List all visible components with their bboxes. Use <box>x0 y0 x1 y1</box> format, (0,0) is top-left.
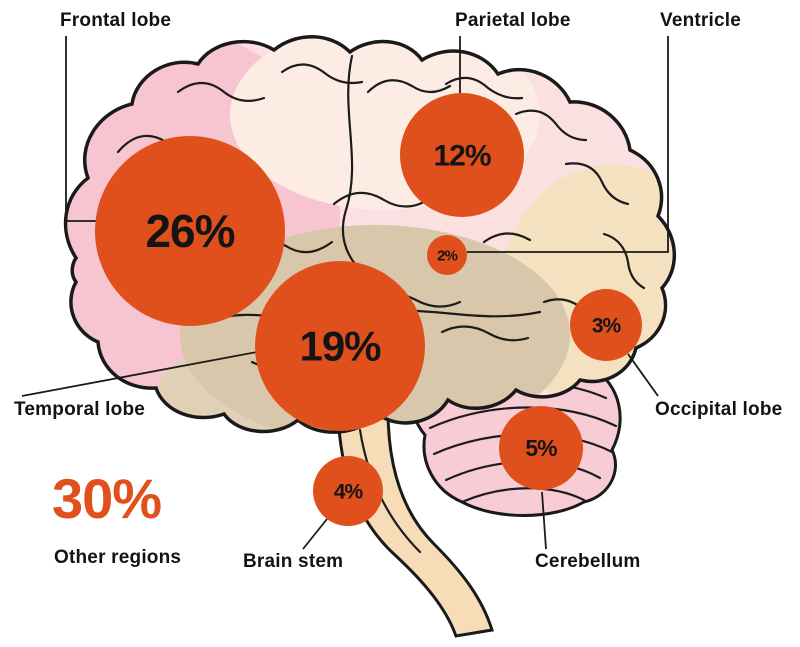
bubble-value: 26% <box>145 205 234 257</box>
bubble-ventricle: 2% <box>427 235 467 275</box>
bubble-brain-stem: 4% <box>313 456 383 526</box>
bubble-value: 3% <box>592 314 622 337</box>
bubble-frontal-lobe: 26% <box>95 136 285 326</box>
label-parietal-lobe: Parietal lobe <box>455 10 571 31</box>
label-temporal-lobe: Temporal lobe <box>14 399 145 420</box>
leader-line-temporal-lobe <box>21 351 258 397</box>
leader-line-frontal-lobe <box>65 36 96 222</box>
bubble-circle <box>95 136 285 326</box>
bubble-value: 4% <box>334 480 364 503</box>
other-regions-callout: 30% Other regions <box>52 467 181 568</box>
bubble-circle <box>255 261 425 431</box>
bubble-value: 5% <box>525 435 557 461</box>
bubble-circle <box>499 406 583 490</box>
cerebrum-outline <box>63 35 676 434</box>
label-cerebellum: Cerebellum <box>535 551 640 572</box>
leader-line-cerebellum <box>541 491 547 550</box>
leader-line-ventricle <box>467 36 669 253</box>
label-occipital-lobe: Occipital lobe <box>655 399 782 420</box>
leader-line-occipital-lobe <box>627 353 659 397</box>
bubble-value: 2% <box>437 247 457 264</box>
bubble-temporal-lobe: 19% <box>255 261 425 431</box>
bubble-cerebellum: 5% <box>499 406 583 490</box>
bubble-circle <box>400 93 524 217</box>
bubble-parietal-lobe: 12% <box>400 93 524 217</box>
leader-line-brain-stem <box>302 518 328 550</box>
label-frontal-lobe: Frontal lobe <box>60 10 171 31</box>
label-other-regions: Other regions <box>54 547 181 568</box>
label-brain-stem: Brain stem <box>243 551 343 572</box>
other-regions-value: 30% <box>52 467 161 530</box>
bubble-circle <box>570 289 642 361</box>
bubble-value: 12% <box>433 140 490 173</box>
bubble-occipital-lobe: 3% <box>570 289 642 361</box>
region-labels: Frontal lobe Parietal lobe Ventricle Tem… <box>14 10 782 572</box>
bubble-value: 19% <box>299 323 381 370</box>
bubble-circle <box>427 235 467 275</box>
leader-lines <box>21 36 669 550</box>
label-ventricle: Ventricle <box>660 10 741 31</box>
bubble-circle <box>313 456 383 526</box>
percentage-bubbles: 26% 12% 2% 19% 3% 5% 4% <box>95 93 642 526</box>
